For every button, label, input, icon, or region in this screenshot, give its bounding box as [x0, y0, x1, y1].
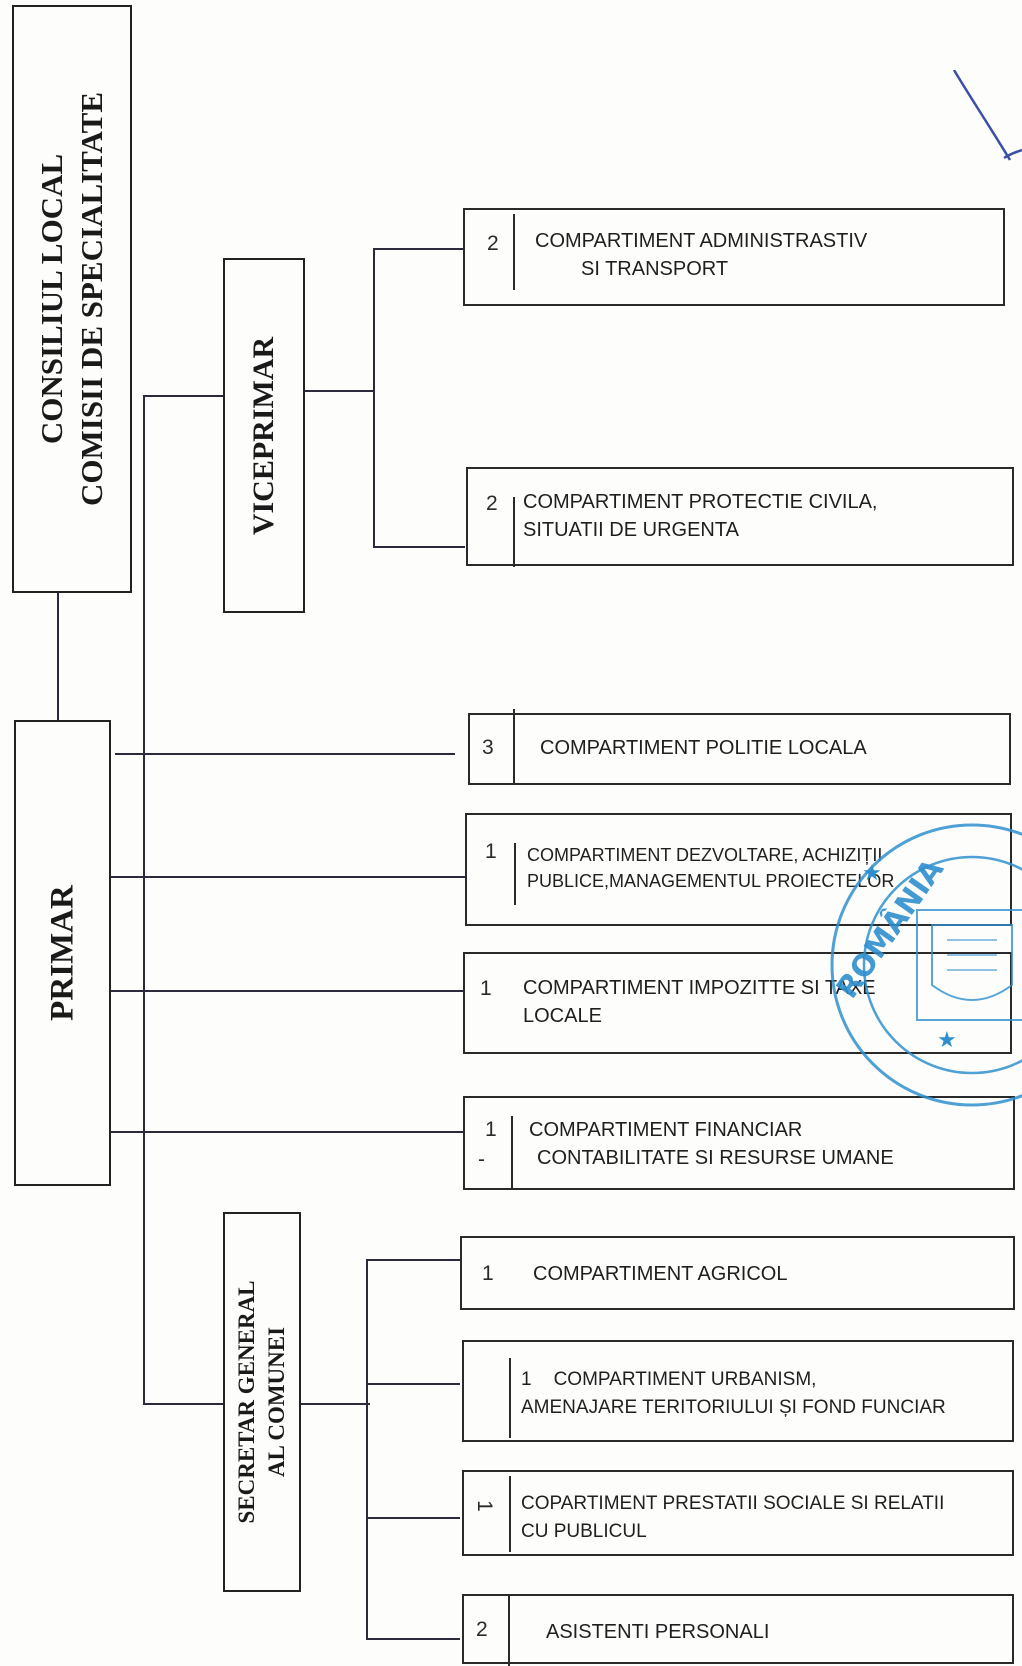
department-name: COMPARTIMENT IMPOZITTE SI TAXE LOCALE	[523, 974, 876, 1030]
vice-mayor-title: VICEPRIMAR	[247, 336, 280, 535]
mayor-to-dept-4	[108, 876, 465, 878]
department-name-text: COMPARTIMENT URBANISM,	[553, 1369, 817, 1390]
secretary-line-1: SECRETAR GENERAL	[234, 1280, 259, 1524]
branch-to-dept-7	[366, 1259, 460, 1261]
department-name-line-2: CONTABILITATE SI RESURSE UMANE	[537, 1147, 894, 1169]
department-name-line-1: COMPARTIMENT IMPOZITTE SI TAXE	[523, 977, 876, 999]
staff-count: 1	[521, 1369, 532, 1390]
divider	[511, 1116, 513, 1188]
department-box: 1 - COMPARTIMENT FINANCIAR CONTABILITATE…	[463, 1096, 1015, 1190]
secretary-title: SECRETAR GENERAL AL COMUNEI	[232, 1280, 292, 1523]
staff-count: 3	[482, 736, 494, 759]
department-box: 3 COMPARTIMENT POLITIE LOCALA	[468, 709, 1011, 785]
department-name-line-1: 1 COMPARTIMENT URBANISM,	[521, 1366, 946, 1394]
divider	[513, 214, 515, 290]
council-line-2: COMISII DE SPECIALITATE	[74, 91, 109, 507]
department-name-line-1: COMPARTIMENT PROTECTIE CIVILA,	[523, 491, 878, 513]
department-name-line-1: COMPARTIMENT AGRICOL	[533, 1263, 788, 1285]
mayor-box: PRIMAR	[14, 720, 111, 1186]
divider	[508, 1596, 510, 1666]
trunk-to-secretary	[143, 1403, 223, 1405]
department-name-line-2: SITUATII DE URGENTA	[523, 519, 739, 541]
staff-count: 1	[482, 1262, 494, 1285]
staff-count: 2	[487, 232, 499, 255]
department-name: COPARTIMENT PRESTATII SOCIALE SI RELATII…	[521, 1490, 944, 1544]
department-name-line-1: COMPARTIMENT ADMINISTRASTIV	[535, 230, 868, 252]
vice-mayor-box: VICEPRIMAR	[223, 258, 305, 613]
staff-count: 1	[485, 1118, 497, 1141]
council-line-1: CONSILIUL LOCAL	[34, 153, 69, 445]
department-name-line-1: COPARTIMENT PRESTATII SOCIALE SI RELATII	[521, 1493, 945, 1514]
secretary-line-2: AL COMUNEI	[264, 1326, 289, 1478]
divider	[513, 497, 515, 567]
department-name: 1 COMPARTIMENT URBANISM, AMENAJARE TERITO…	[521, 1366, 946, 1422]
staff-count: 1	[485, 840, 497, 863]
department-box: 1 COPARTIMENT PRESTATII SOCIALE SI RELAT…	[462, 1470, 1014, 1556]
branch-to-dept-2	[373, 546, 465, 548]
department-box: 2 COMPARTIMENT PROTECTIE CIVILA, SITUATI…	[466, 467, 1014, 567]
branch-to-dept-10	[366, 1638, 460, 1640]
divider	[509, 1476, 511, 1552]
branch-to-dept-1	[373, 248, 465, 250]
secretary-connector	[300, 1403, 370, 1405]
department-name: COMPARTIMENT AGRICOL	[533, 1260, 787, 1288]
department-name-line-2: CU PUBLICUL	[521, 1521, 647, 1542]
department-name: COMPARTIMENT PROTECTIE CIVILA, SITUATII …	[523, 488, 878, 544]
department-name-line-1: COMPARTIMENT FINANCIAR	[529, 1119, 803, 1141]
divider	[514, 843, 516, 905]
department-name-line-1: ASISTENTI PERSONALI	[546, 1621, 770, 1643]
department-name-line-2: PUBLICE,MANAGEMENTUL PROIECTELOR	[527, 871, 895, 891]
mayor-to-dept-3	[115, 753, 455, 755]
department-box: 2 ASISTENTI PERSONALI	[462, 1594, 1014, 1666]
branch-to-dept-9	[366, 1517, 460, 1519]
council-title: CONSILIUL LOCAL COMISII DE SPECIALITATE	[32, 92, 112, 506]
mayor-title: PRIMAR	[44, 885, 80, 1021]
department-name: COMPARTIMENT FINANCIAR CONTABILITATE SI …	[529, 1116, 894, 1172]
main-trunk	[143, 395, 145, 1405]
department-name: COMPARTIMENT POLITIE LOCALA	[540, 734, 867, 762]
department-name-line-2: LOCALE	[523, 1005, 602, 1027]
signature-stroke	[952, 70, 1022, 161]
branch-to-dept-8	[366, 1383, 460, 1385]
vice-mayor-branch	[373, 248, 375, 548]
department-name: ASISTENTI PERSONALI	[546, 1618, 769, 1646]
department-name-line-2: AMENAJARE TERITORIULUI ȘI FOND FUNCIAR	[521, 1397, 946, 1418]
trunk-to-vice-mayor	[143, 395, 223, 397]
department-box: 1 COMPARTIMENT IMPOZITTE SI TAXE LOCALE	[463, 952, 1012, 1054]
department-name-line-2: SI TRANSPORT	[581, 258, 729, 280]
secretary-box: SECRETAR GENERAL AL COMUNEI	[223, 1212, 301, 1592]
department-name: COMPARTIMENT DEZVOLTARE, ACHIZIȚII PUBLI…	[527, 842, 894, 894]
department-box: 1 COMPARTIMENT AGRICOL	[460, 1236, 1015, 1310]
secretary-branch	[366, 1259, 368, 1640]
signature	[952, 70, 1022, 161]
department-name: COMPARTIMENT ADMINISTRASTIV SI TRANSPORT	[535, 227, 867, 283]
council-mayor-connector	[57, 592, 59, 720]
council-box: CONSILIUL LOCAL COMISII DE SPECIALITATE	[12, 5, 132, 593]
department-name-line-1: COMPARTIMENT DEZVOLTARE, ACHIZIȚII	[527, 845, 883, 865]
staff-count-dash: -	[478, 1148, 485, 1171]
mayor-to-dept-5	[108, 990, 463, 992]
staff-count: 1	[472, 1500, 496, 1512]
department-box: 2 COMPARTIMENT ADMINISTRASTIV SI TRANSPO…	[463, 208, 1005, 306]
department-box: 1 COMPARTIMENT URBANISM, AMENAJARE TERITO…	[462, 1340, 1014, 1442]
department-name-line-1: COMPARTIMENT POLITIE LOCALA	[540, 737, 867, 759]
staff-count: 2	[486, 492, 498, 515]
staff-count: 2	[476, 1618, 488, 1641]
staff-count: 1	[480, 977, 492, 1000]
divider	[513, 709, 515, 785]
department-box: 1 COMPARTIMENT DEZVOLTARE, ACHIZIȚII PUB…	[465, 813, 1012, 926]
mayor-to-dept-6	[108, 1131, 465, 1133]
vice-mayor-connector	[305, 390, 375, 392]
divider	[509, 1358, 511, 1438]
